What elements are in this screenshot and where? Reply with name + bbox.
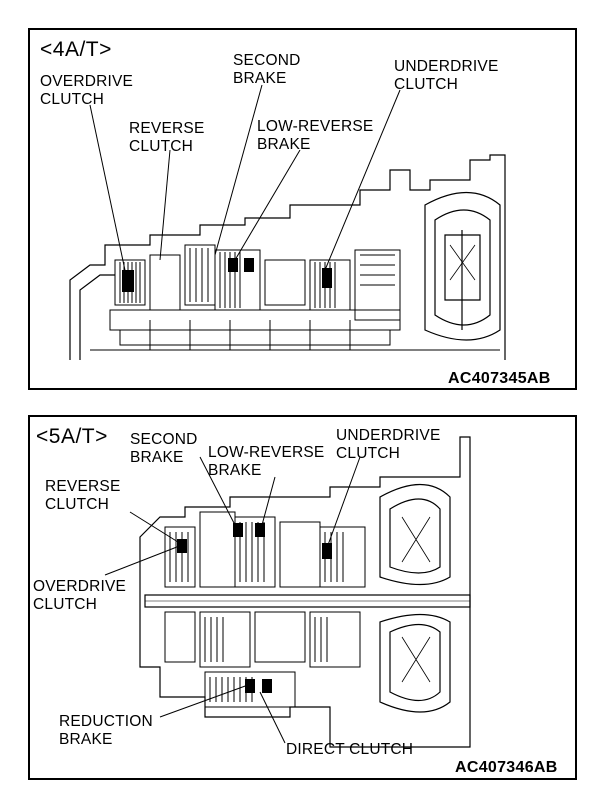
- label-low-reverse-brake: LOW-REVERSE BRAKE: [257, 118, 374, 153]
- panel-4at: <4A/T> OVERDRIVE CLUTCH REVERSE CLUTCH S…: [28, 28, 577, 390]
- panel-title: <4A/T>: [40, 38, 112, 61]
- label-overdrive-clutch: OVERDRIVE CLUTCH: [33, 578, 127, 613]
- label-second-brake: SECOND BRAKE: [233, 52, 301, 87]
- label-direct-clutch: DIRECT CLUTCH: [286, 741, 414, 758]
- transmission-5at-cutaway: [104, 436, 471, 748]
- label-overdrive-clutch: OVERDRIVE CLUTCH: [40, 73, 134, 108]
- label-reverse-clutch: REVERSE CLUTCH: [45, 478, 121, 513]
- label-reverse-clutch: REVERSE CLUTCH: [129, 120, 205, 155]
- transmission-4at-cutaway: [69, 84, 506, 360]
- panel-5at: <5A/T> SECOND BRAKE LOW-REVERSE BRAKE UN…: [28, 415, 577, 780]
- label-reduction-brake: REDUCTION BRAKE: [59, 713, 153, 748]
- label-underdrive-clutch: UNDERDRIVE CLUTCH: [394, 58, 499, 93]
- label-underdrive-clutch: UNDERDRIVE CLUTCH: [336, 427, 441, 462]
- label-low-reverse-brake: LOW-REVERSE BRAKE: [208, 444, 325, 479]
- label-second-brake: SECOND BRAKE: [130, 431, 198, 466]
- figure-code: AC407345AB: [448, 370, 551, 387]
- panel-title: <5A/T>: [36, 425, 108, 448]
- figure-code: AC407346AB: [455, 759, 558, 776]
